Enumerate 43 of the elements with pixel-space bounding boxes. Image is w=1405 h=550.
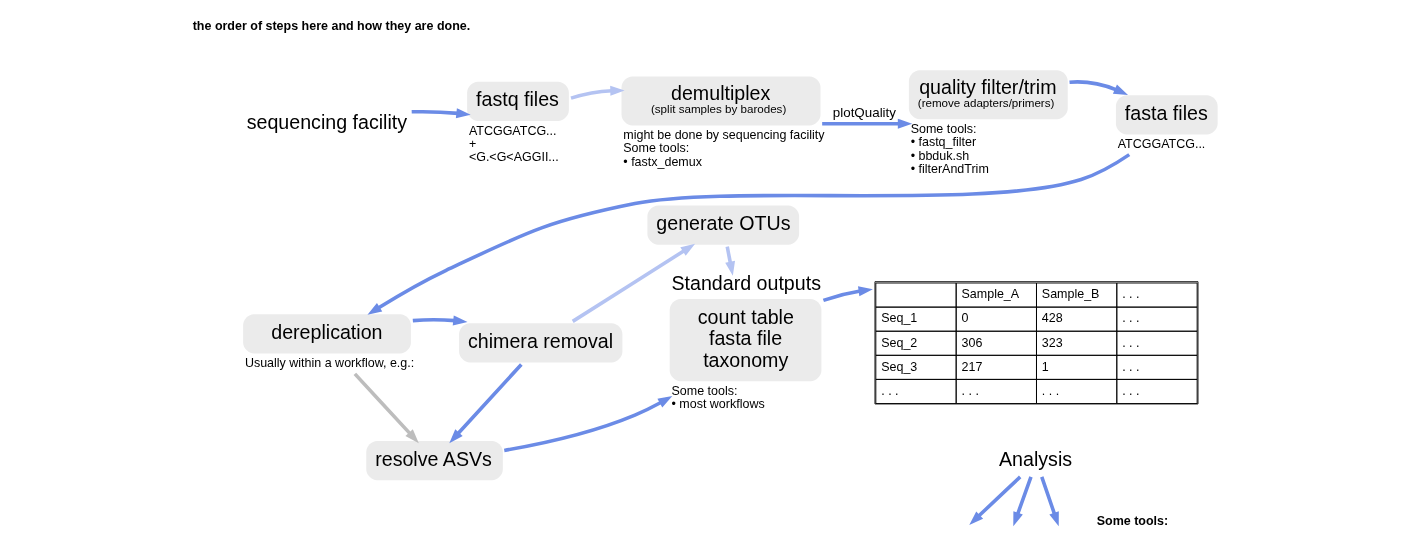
node-box: dereplication [243, 314, 411, 354]
arrow [449, 363, 523, 444]
node-label: <G.<G<AGGII... [468, 150, 559, 165]
node-label: • bbduk.sh [910, 148, 970, 163]
node-box: count table fasta file taxonomy [669, 299, 822, 382]
node-label: Some tools: [623, 141, 690, 156]
arrow [411, 108, 471, 119]
arrow [1013, 476, 1033, 527]
node-label: • filterAndTrim [910, 162, 989, 176]
arrow [822, 118, 913, 129]
label: Some tools: [1096, 513, 1169, 528]
node-label: • fastq_filter [910, 135, 977, 150]
node-label: ATCGGATCG... [1117, 137, 1206, 152]
arrow [822, 286, 873, 303]
arrow [1069, 80, 1129, 95]
node-box: demultiplex (split samples by barodes) [621, 76, 821, 126]
arrow [353, 372, 419, 444]
arrow [367, 153, 1131, 315]
node-box: resolve ASVs [366, 441, 503, 481]
node-text: sequencing facility [246, 110, 408, 133]
arrow [571, 243, 696, 323]
arrow [969, 475, 1022, 525]
arrow [412, 315, 468, 326]
node-box: quality filter/trim (remove adapters/primers) [908, 70, 1068, 120]
node-label: might be done by sequencing facility [623, 128, 825, 143]
node-label: Some tools: [910, 121, 977, 136]
node-label: • most workflows [671, 397, 765, 412]
node-box: chimera removal [459, 323, 623, 363]
label: the order of steps here and how they are done. [192, 19, 471, 34]
edge-label: plotQuality [832, 104, 896, 120]
arrow [1040, 476, 1059, 527]
node-text: Analysis [999, 447, 1073, 470]
node-label: ATCGGATCG... [468, 123, 557, 138]
node-label: + [468, 137, 477, 152]
node-box: generate OTUs [647, 205, 800, 245]
node-label: • fastx_demux [623, 154, 702, 169]
node-label: Usually within a workflow, e.g.: [244, 356, 415, 371]
arrow [503, 396, 673, 453]
node-label: Some tools: [671, 383, 738, 398]
node-label: Standard outputs [671, 271, 821, 294]
node-box: fasta files [1115, 95, 1218, 135]
node-box: fastq files [467, 81, 569, 122]
arrow [570, 85, 625, 100]
